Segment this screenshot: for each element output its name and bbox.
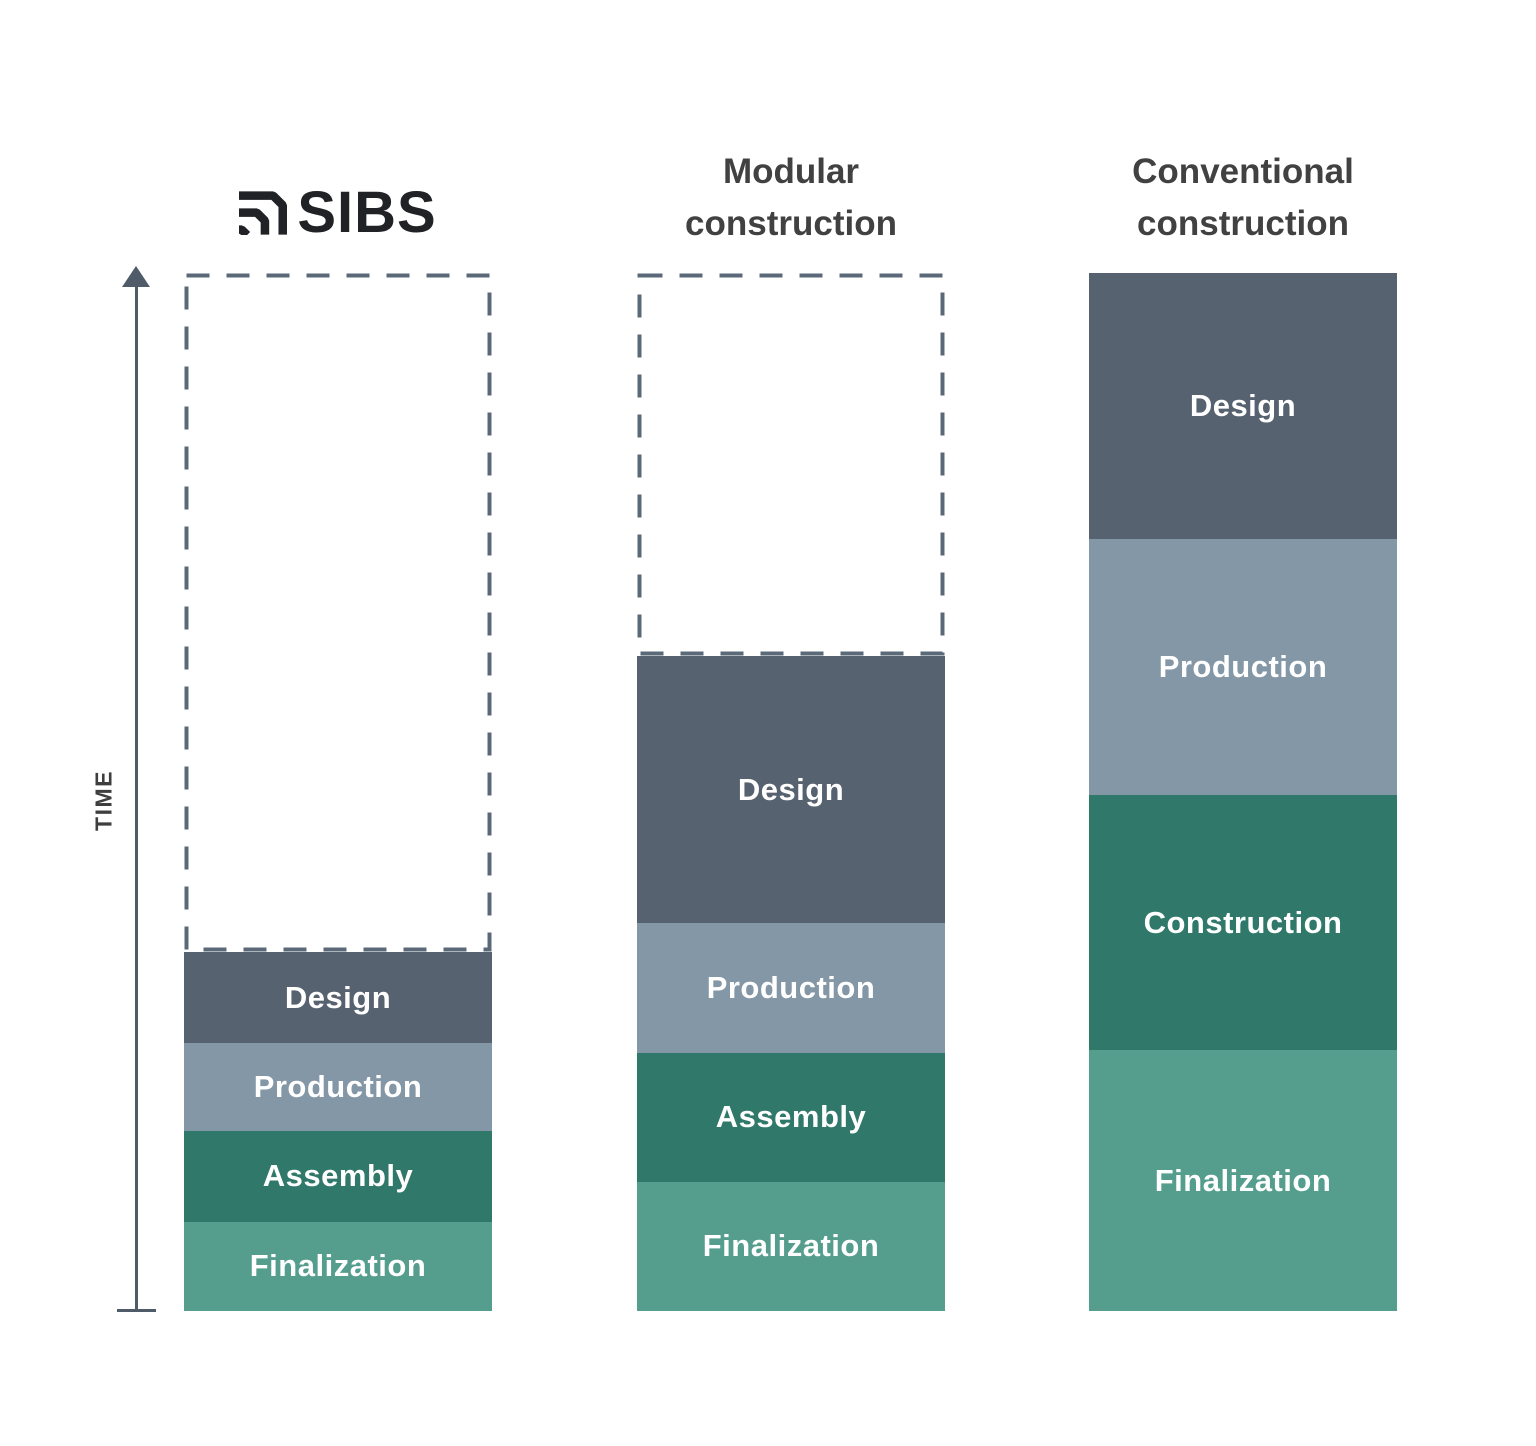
sibs-logo: SIBS <box>144 178 532 248</box>
bar-segment-label: Assembly <box>715 1099 867 1135</box>
bar-segment-design: Design <box>637 656 945 924</box>
bar-segment-design: Design <box>1089 273 1397 539</box>
bar-segment-construction: Construction <box>1089 794 1397 1051</box>
time-saved-dashed-box <box>184 273 492 952</box>
sibs-logo-text: SIBS <box>297 180 437 245</box>
time-axis-line <box>135 283 138 1311</box>
bar-segment-assembly: Assembly <box>184 1131 492 1222</box>
bar-segment-label: Assembly <box>262 1158 414 1194</box>
time-axis-label: TIME <box>90 770 117 831</box>
bar-segment-finalization: Finalization <box>184 1221 492 1311</box>
bar-segment-label: Production <box>1158 648 1328 684</box>
time-saved-dashed-box <box>637 273 945 656</box>
title-line: Conventional <box>1132 152 1354 191</box>
bar-segment-label: Design <box>737 771 845 807</box>
bar-segment-finalization: Finalization <box>1089 1050 1397 1311</box>
title-line: Modular <box>722 152 860 191</box>
bar-segment-label: Finalization <box>249 1248 427 1284</box>
time-axis-base-tick <box>117 1309 156 1312</box>
title-line: construction <box>685 204 897 243</box>
bar-segment-production: Production <box>1089 538 1397 795</box>
bar-segment-label: Finalization <box>702 1228 880 1264</box>
bar-segment-label: Production <box>253 1069 423 1105</box>
title-line: construction <box>1137 204 1349 243</box>
bar-segment-finalization: Finalization <box>637 1181 945 1311</box>
bar-segment-label: Design <box>284 979 392 1015</box>
sibs-logo-icon <box>239 191 288 235</box>
bar-segment-label: Construction <box>1143 904 1343 940</box>
column-title-modular: Modular construction <box>597 146 985 250</box>
bar-segment-label: Design <box>1189 387 1297 423</box>
bar-segment-production: Production <box>184 1043 492 1132</box>
bar-segment-assembly: Assembly <box>637 1052 945 1182</box>
bar-segment-production: Production <box>637 923 945 1053</box>
bar-segment-label: Finalization <box>1154 1162 1332 1198</box>
column-title-conventional: Conventional construction <box>1049 146 1437 250</box>
bar-segment-label: Production <box>706 970 876 1006</box>
time-axis-arrowhead-icon <box>122 266 150 287</box>
bar-segment-design: Design <box>184 952 492 1044</box>
